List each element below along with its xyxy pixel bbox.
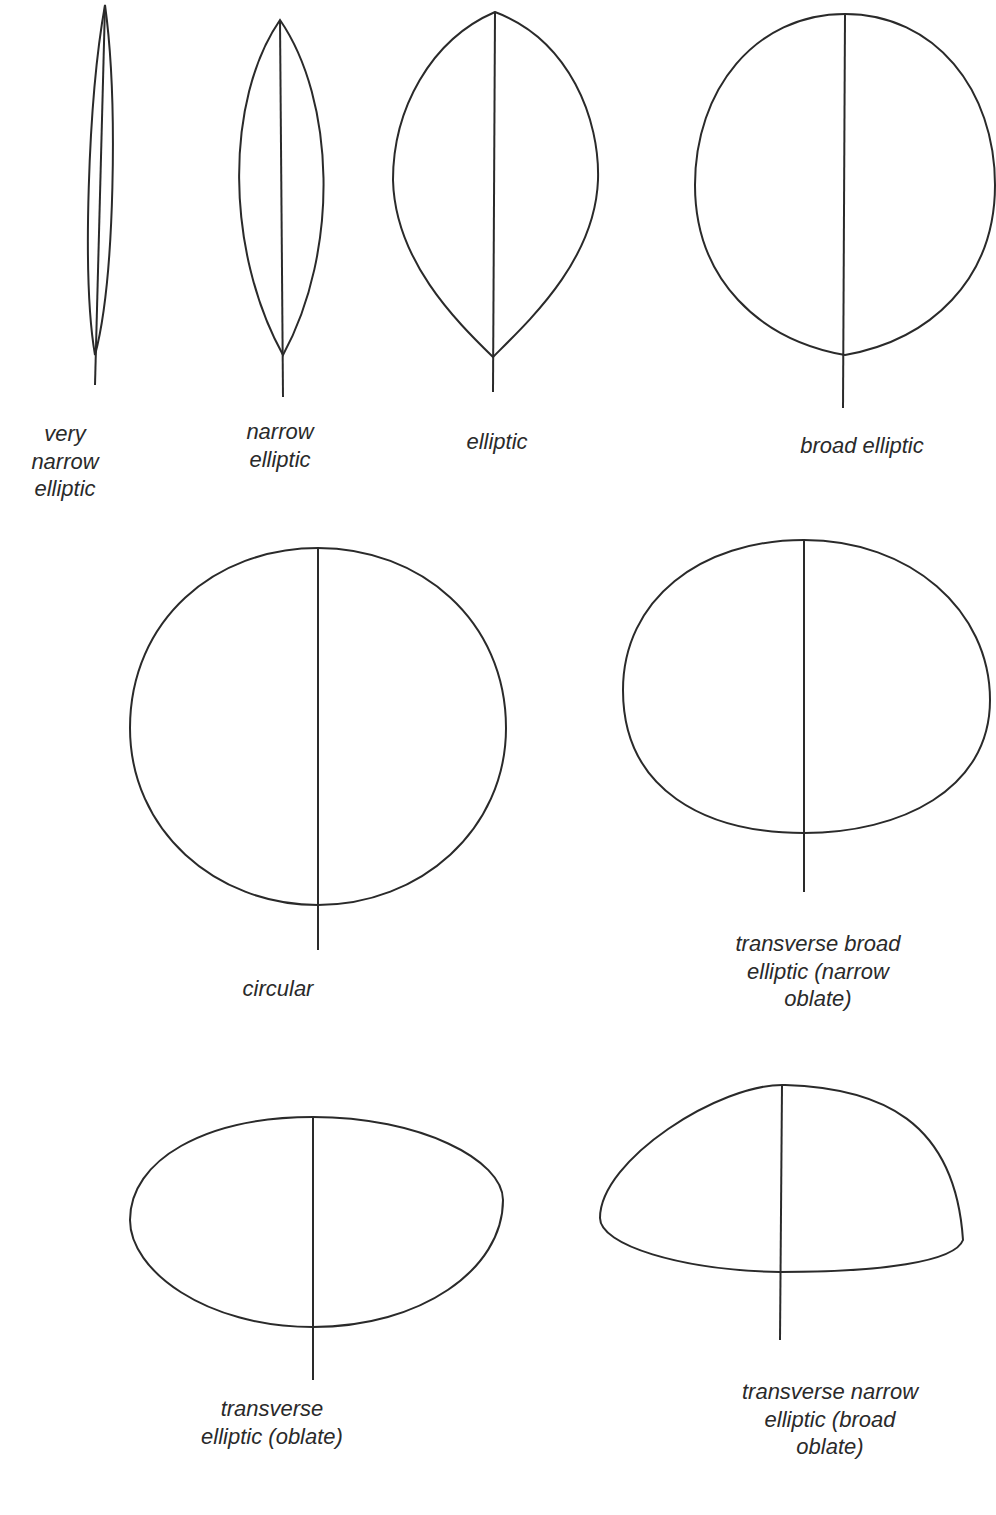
shape-label: circular <box>198 975 358 1003</box>
shape-label: broad elliptic <box>742 432 982 460</box>
midrib <box>280 20 283 397</box>
shape-label: transverse narrow elliptic (broad oblate… <box>730 1378 930 1461</box>
shape-label: elliptic <box>417 428 577 456</box>
midrib <box>317 548 319 950</box>
leaf-outline <box>623 540 990 833</box>
shape-label: narrow elliptic <box>220 418 340 473</box>
midrib <box>780 1085 782 1340</box>
midrib <box>95 5 105 385</box>
shape-label: transverse elliptic (oblate) <box>192 1395 352 1450</box>
midrib <box>843 14 845 408</box>
shape-label: very narrow elliptic <box>20 420 110 503</box>
leaf-outline <box>130 1117 503 1327</box>
midrib <box>312 1117 314 1380</box>
shape-label: transverse broad elliptic (narrow oblate… <box>718 930 918 1013</box>
midrib <box>803 540 805 892</box>
midrib <box>493 12 495 392</box>
